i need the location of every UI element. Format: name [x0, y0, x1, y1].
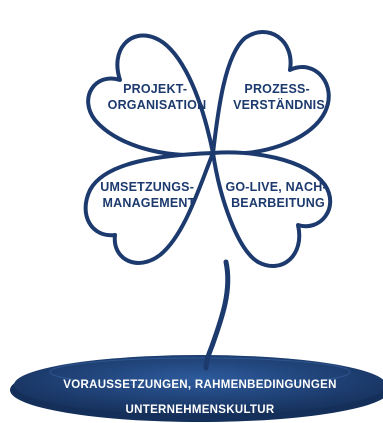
leaf-top-right-line2: VERSTÄNDNIS — [233, 97, 325, 112]
base-label-line2: UNTERNEHMENSKULTUR — [126, 404, 275, 416]
leaf-bottom-right-line1: GO-LIVE, NACH- — [225, 180, 326, 194]
leaf-bottom-right-line2: BEARBEITUNG — [231, 196, 325, 210]
leaf-top-right-label: PROZESS- VERSTÄNDNIS — [233, 82, 325, 112]
base-ellipse — [10, 355, 383, 422]
leaf-top-right-line1: PROZESS- — [244, 82, 310, 96]
leaf-top-left-line1: PROJEKT- — [123, 82, 187, 96]
leaf-bottom-left-label: UMSETZUNGS- MANAGEMENT — [100, 180, 198, 210]
leaf-top-left — [86, 33, 215, 158]
leaf-bottom-left — [83, 151, 215, 265]
leaf-bottom-right-label: GO-LIVE, NACH- BEARBEITUNG — [225, 180, 330, 210]
base-label-line1: VORAUSSETZUNGEN, RAHMENBEDINGUNGEN — [63, 379, 336, 391]
leaf-top-right — [211, 30, 331, 156]
leaf-bottom-left-line1: UMSETZUNGS- — [100, 180, 194, 194]
leaf-bottom-right — [211, 150, 333, 269]
leaf-bottom-left-line2: MANAGEMENT — [103, 196, 196, 210]
leaf-top-left-line2: ORGANISATION — [108, 98, 207, 112]
clover-stem — [203, 259, 231, 371]
leaf-top-left-label: PROJEKT- ORGANISATION — [108, 82, 207, 112]
